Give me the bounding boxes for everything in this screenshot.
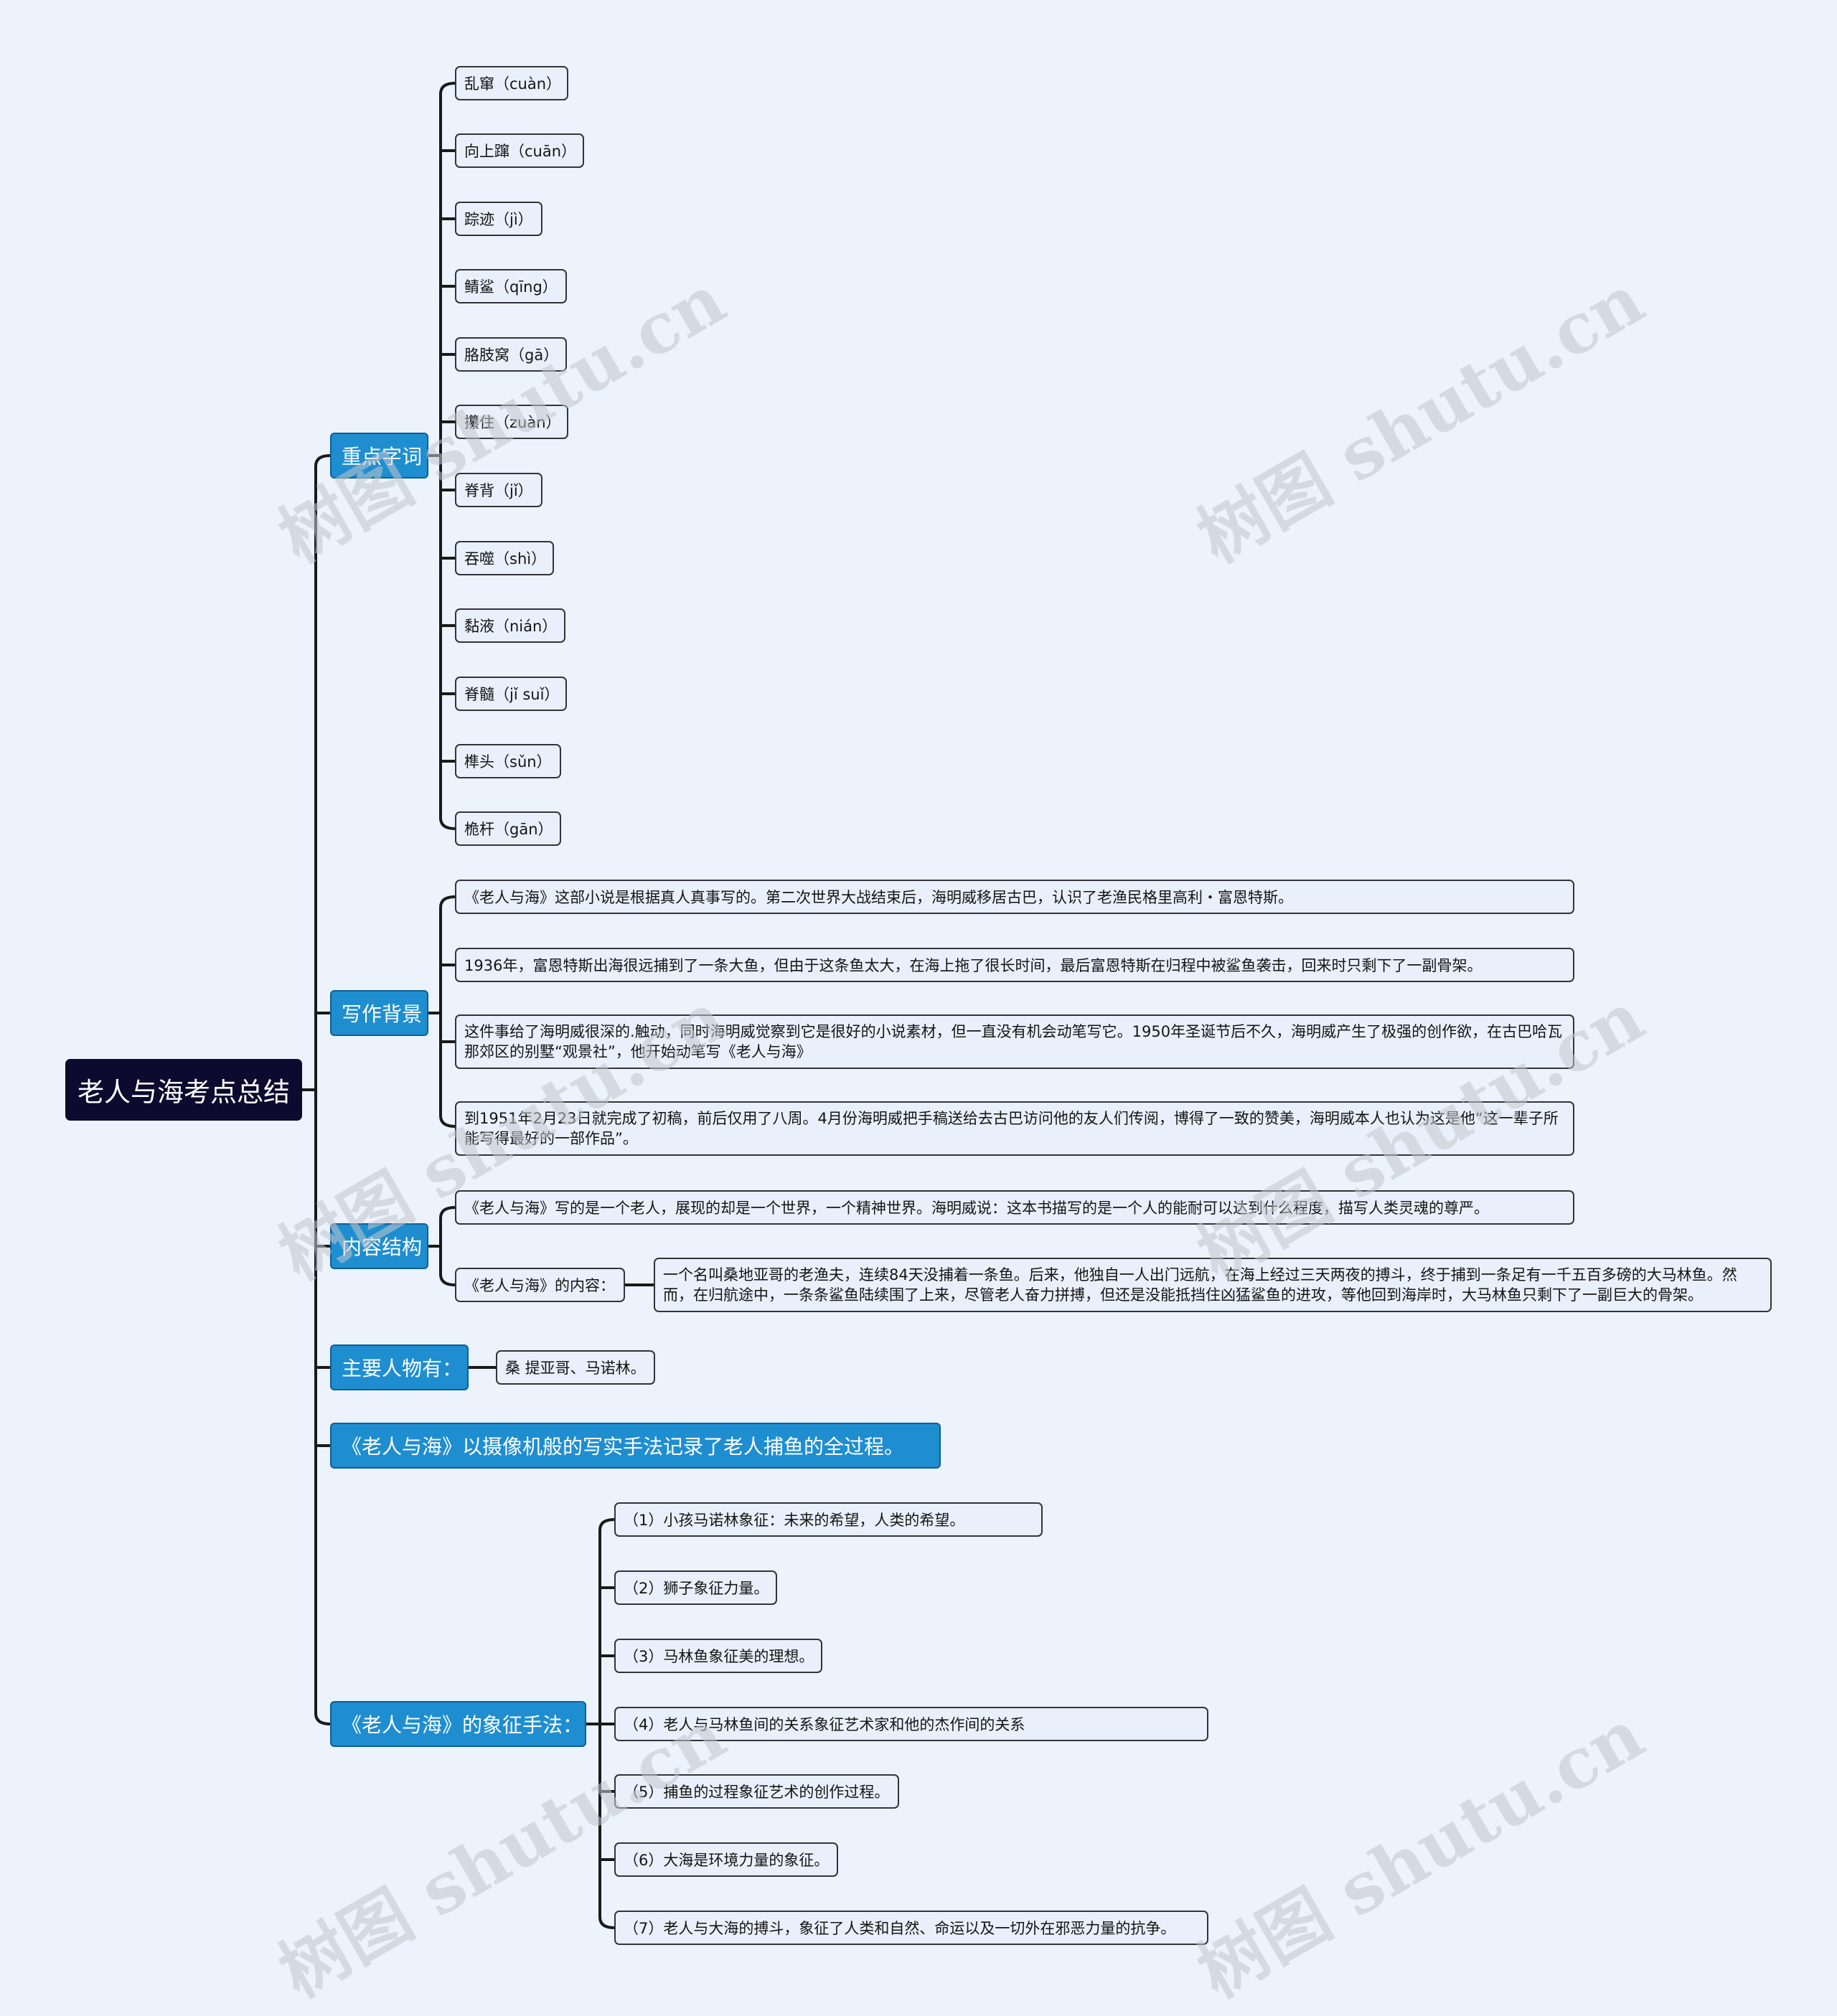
structure-content-label[interactable]: 《老人与海》的内容： xyxy=(455,1268,625,1302)
background-item[interactable]: 《老人与海》这部小说是根据真人真事写的。第二次世界大战结束后，海明威移居古巴，认… xyxy=(455,880,1574,914)
branch-key-words[interactable]: 重点字词 xyxy=(330,433,428,479)
key-word-item[interactable]: 吞噬（shì） xyxy=(455,541,554,575)
symbolism-item[interactable]: （1）小孩马诺林象征：未来的希望，人类的希望。 xyxy=(614,1502,1043,1537)
structure-content-detail[interactable]: 一个名叫桑地亚哥的老渔夫，连续84天没捕着一条鱼。后来，他独自一人出门远航，在海… xyxy=(654,1258,1772,1312)
key-word-item[interactable]: 攥住（zuàn） xyxy=(455,405,568,439)
branch-content-structure[interactable]: 内容结构 xyxy=(330,1223,428,1269)
key-word-item[interactable]: 乱窜（cuàn） xyxy=(455,66,568,100)
root-topic[interactable]: 老人与海考点总结 xyxy=(65,1059,302,1121)
key-word-item[interactable]: 胳肢窝（gā） xyxy=(455,337,567,372)
key-word-item[interactable]: 桅杆（gān） xyxy=(455,811,561,846)
symbolism-item[interactable]: （7）老人与大海的搏斗，象征了人类和自然、命运以及一切外在邪恶力量的抗争。 xyxy=(614,1911,1208,1945)
structure-item[interactable]: 《老人与海》写的是一个老人，展现的却是一个世界，一个精神世界。海明威说：这本书描… xyxy=(455,1190,1574,1225)
key-word-item[interactable]: 黏液（nián） xyxy=(455,608,565,643)
key-word-item[interactable]: 脊背（jǐ） xyxy=(455,473,542,507)
branch-main-characters[interactable]: 主要人物有： xyxy=(330,1344,469,1390)
symbolism-item[interactable]: （4）老人与马林鱼间的关系象征艺术家和他的杰作间的关系 xyxy=(614,1707,1208,1741)
branch-writing-background[interactable]: 写作背景 xyxy=(330,990,428,1036)
key-word-item[interactable]: 脊髓（jǐ suǐ） xyxy=(455,677,567,711)
symbolism-item[interactable]: （3）马林鱼象征美的理想。 xyxy=(614,1639,822,1673)
background-item[interactable]: 这件事给了海明威很深的.触动，同时海明威觉察到它是很好的小说素材，但一直没有机会… xyxy=(455,1014,1574,1069)
background-item[interactable]: 1936年，富恩特斯出海很远捕到了一条大鱼，但由于这条鱼太大，在海上拖了很长时间… xyxy=(455,948,1574,982)
key-word-item[interactable]: 踪迹（jì） xyxy=(455,202,542,236)
branch-summary[interactable]: 《老人与海》以摄像机般的写实手法记录了老人捕鱼的全过程。 xyxy=(330,1423,941,1469)
background-item[interactable]: 到1951年2月23日就完成了初稿，前后仅用了八周。4月份海明威把手稿送给去古巴… xyxy=(455,1101,1574,1156)
branch-symbolism[interactable]: 《老人与海》的象征手法： xyxy=(330,1701,586,1747)
key-word-item[interactable]: 向上蹿（cuān） xyxy=(455,133,584,168)
symbolism-item[interactable]: （6）大海是环境力量的象征。 xyxy=(614,1842,838,1877)
symbolism-item[interactable]: （2）狮子象征力量。 xyxy=(614,1570,777,1605)
key-word-item[interactable]: 鲭鲨（qīng） xyxy=(455,269,567,303)
characters-item[interactable]: 桑 提亚哥、马诺林。 xyxy=(496,1350,655,1385)
key-word-item[interactable]: 榫头（sǔn） xyxy=(455,744,561,778)
symbolism-item[interactable]: （5）捕鱼的过程象征艺术的创作过程。 xyxy=(614,1774,899,1809)
